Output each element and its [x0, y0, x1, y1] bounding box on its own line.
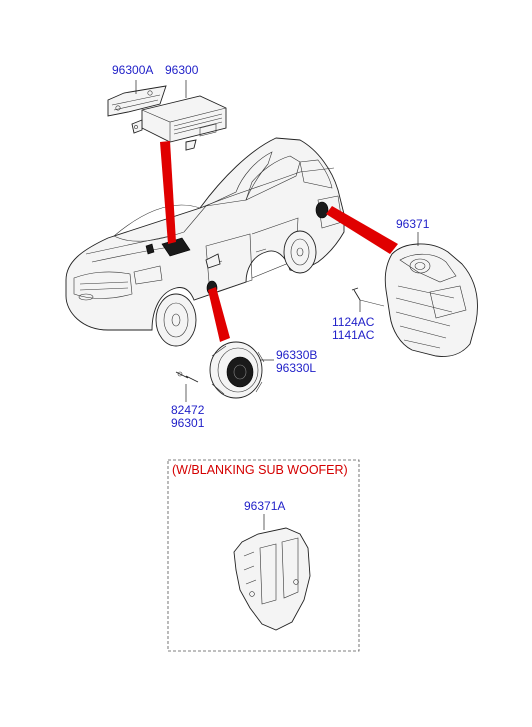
label-door-speaker-alt: 96330L: [276, 361, 317, 375]
label-amp-bracket: 96300A: [112, 63, 154, 77]
amplifier-assembly: [107, 80, 227, 151]
label-bolts-alt: 1141AC: [332, 328, 375, 342]
door-speaker-assembly: [175, 341, 274, 402]
label-amplifier: 96300: [165, 63, 199, 77]
amplifier-pointer: [160, 141, 176, 244]
label-blanking-cover: 96371A: [244, 499, 286, 513]
label-door-speaker: 96330B: [276, 348, 318, 362]
location-pointers: [160, 141, 398, 342]
blanking-option-box: [167, 459, 360, 652]
subwoofer-assembly: [351, 232, 478, 357]
subwoofer-pointer: [326, 206, 398, 254]
label-screw: 82472: [171, 403, 205, 417]
door-speaker-pointer: [208, 287, 230, 342]
label-bolts: 1124AC: [332, 315, 375, 329]
label-subwoofer: 96371: [396, 217, 430, 231]
blanking-cover: [233, 514, 311, 631]
label-tweeter: 96301: [171, 416, 205, 430]
vehicle-illustration: [65, 137, 345, 347]
label-blanking-note: (W/BLANKING SUB WOOFER): [172, 463, 348, 477]
